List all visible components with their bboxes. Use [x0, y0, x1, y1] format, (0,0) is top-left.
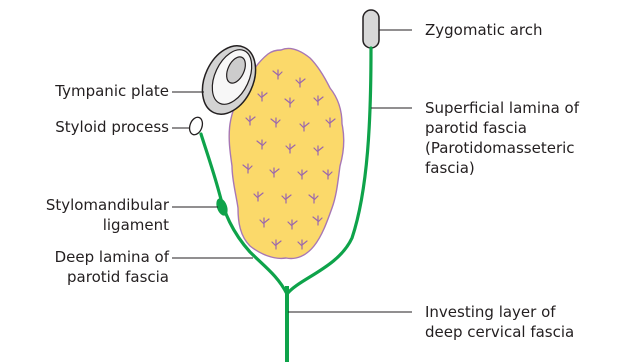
- label-styloid-process: Styloid process: [55, 117, 169, 137]
- label-deep-lamina: Deep lamina of parotid fascia: [55, 247, 169, 287]
- label-tympanic-plate: Tympanic plate: [55, 81, 169, 101]
- label-zygomatic-arch: Zygomatic arch: [425, 20, 543, 40]
- label-superficial-lamina: Superficial lamina of parotid fascia (Pa…: [425, 98, 579, 178]
- label-investing-layer: Investing layer of deep cervical fascia: [425, 302, 574, 342]
- label-stylomandibular-ligament: Stylomandibular ligament: [46, 195, 169, 235]
- zygomatic-arch: [363, 10, 379, 48]
